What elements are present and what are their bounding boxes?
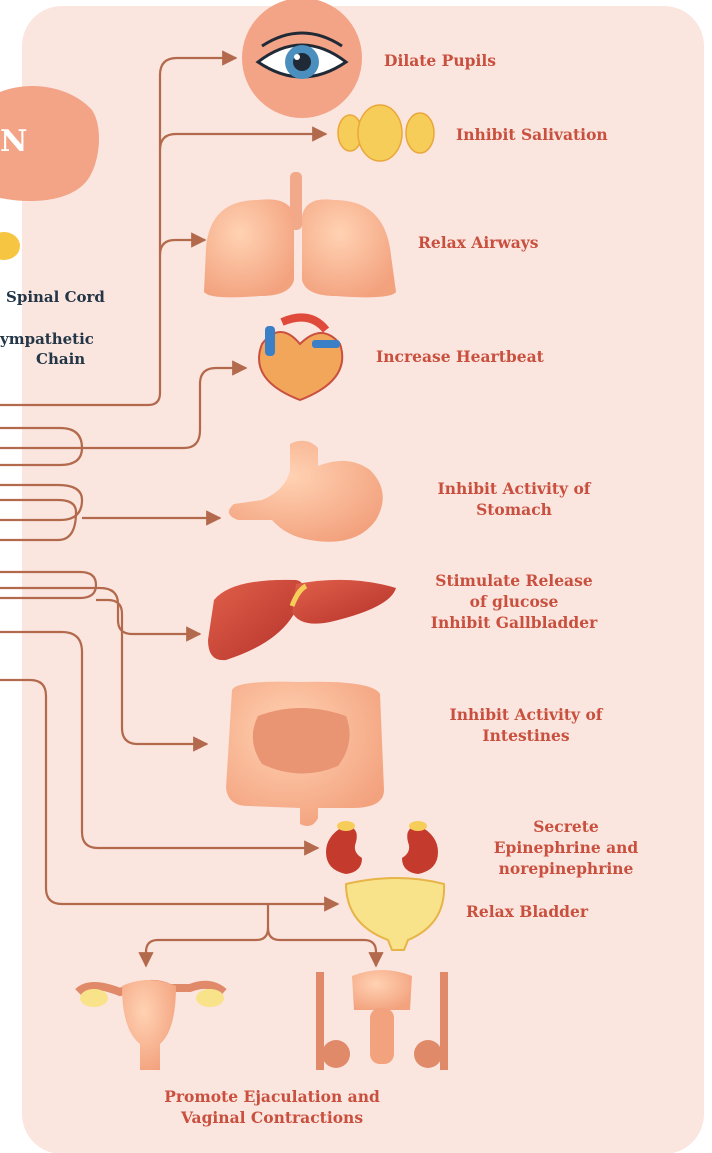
spinal-cord-shape bbox=[0, 232, 20, 260]
label-adrenal-line2: Epinephrine and bbox=[450, 837, 682, 858]
label-stomach-line1: Inhibit Activity of bbox=[398, 478, 630, 499]
label-inhibit-salivation: Inhibit Salivation bbox=[456, 124, 608, 145]
intestines-icon bbox=[226, 682, 384, 826]
label-stomach: Inhibit Activity of Stomach bbox=[398, 478, 630, 520]
eye-icon bbox=[242, 0, 362, 118]
label-stomach-line2: Stomach bbox=[398, 499, 630, 520]
label-intestines-line1: Inhibit Activity of bbox=[410, 704, 642, 725]
brain-label: N bbox=[0, 124, 27, 159]
label-liver-line1: Stimulate Release bbox=[398, 570, 630, 591]
label-reproductive-line2: Vaginal Contractions bbox=[102, 1107, 442, 1128]
label-intestines-line2: Intestines bbox=[410, 725, 642, 746]
label-reproductive: Promote Ejaculation and Vaginal Contract… bbox=[102, 1086, 442, 1128]
spinal-cord-label: Spinal Cord bbox=[6, 287, 105, 308]
label-intestines: Inhibit Activity of Intestines bbox=[410, 704, 642, 746]
label-liver-line2: of glucose bbox=[398, 591, 630, 612]
label-dilate-pupils: Dilate Pupils bbox=[384, 50, 496, 71]
label-relax-bladder: Relax Bladder bbox=[466, 901, 588, 922]
sympathetic-chain-label-line1: ympathetic bbox=[0, 329, 94, 350]
label-increase-heartbeat: Increase Heartbeat bbox=[376, 346, 544, 367]
label-reproductive-line1: Promote Ejaculation and bbox=[102, 1086, 442, 1107]
label-adrenal-line3: norepinephrine bbox=[450, 858, 682, 879]
label-liver-line3: Inhibit Gallbladder bbox=[398, 612, 630, 633]
sympathetic-chain-label-line2: Chain bbox=[36, 349, 85, 370]
label-adrenal: Secrete Epinephrine and norepinephrine bbox=[450, 816, 682, 879]
label-liver: Stimulate Release of glucose Inhibit Gal… bbox=[398, 570, 630, 633]
label-relax-airways: Relax Airways bbox=[418, 232, 539, 253]
label-adrenal-line1: Secrete bbox=[450, 816, 682, 837]
